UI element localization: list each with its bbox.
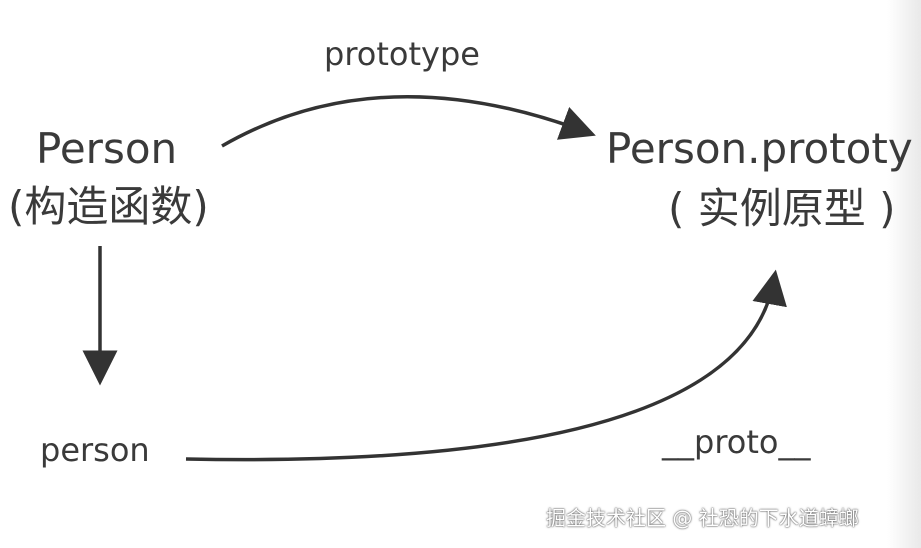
prototype-edge-label: prototype [324, 35, 480, 73]
constructor-node-title: Person [36, 124, 178, 173]
proto-edge-label: __proto__ [662, 423, 811, 461]
prototype-node-title: Person.prototy [606, 124, 913, 173]
constructor-node-subtitle: (构造函数) [8, 182, 209, 231]
page-edge-shadow [887, 0, 921, 548]
watermark: 掘金技术社区 @ 社恐的下水道蟑螂 [546, 506, 859, 530]
instance-node-title: person [40, 431, 150, 469]
arrow-instance-to-prototype [185, 269, 787, 462]
prototype-node-subtitle: ( 实例原型 ) [668, 184, 896, 233]
arrow-constructor-to-prototype [221, 94, 596, 148]
